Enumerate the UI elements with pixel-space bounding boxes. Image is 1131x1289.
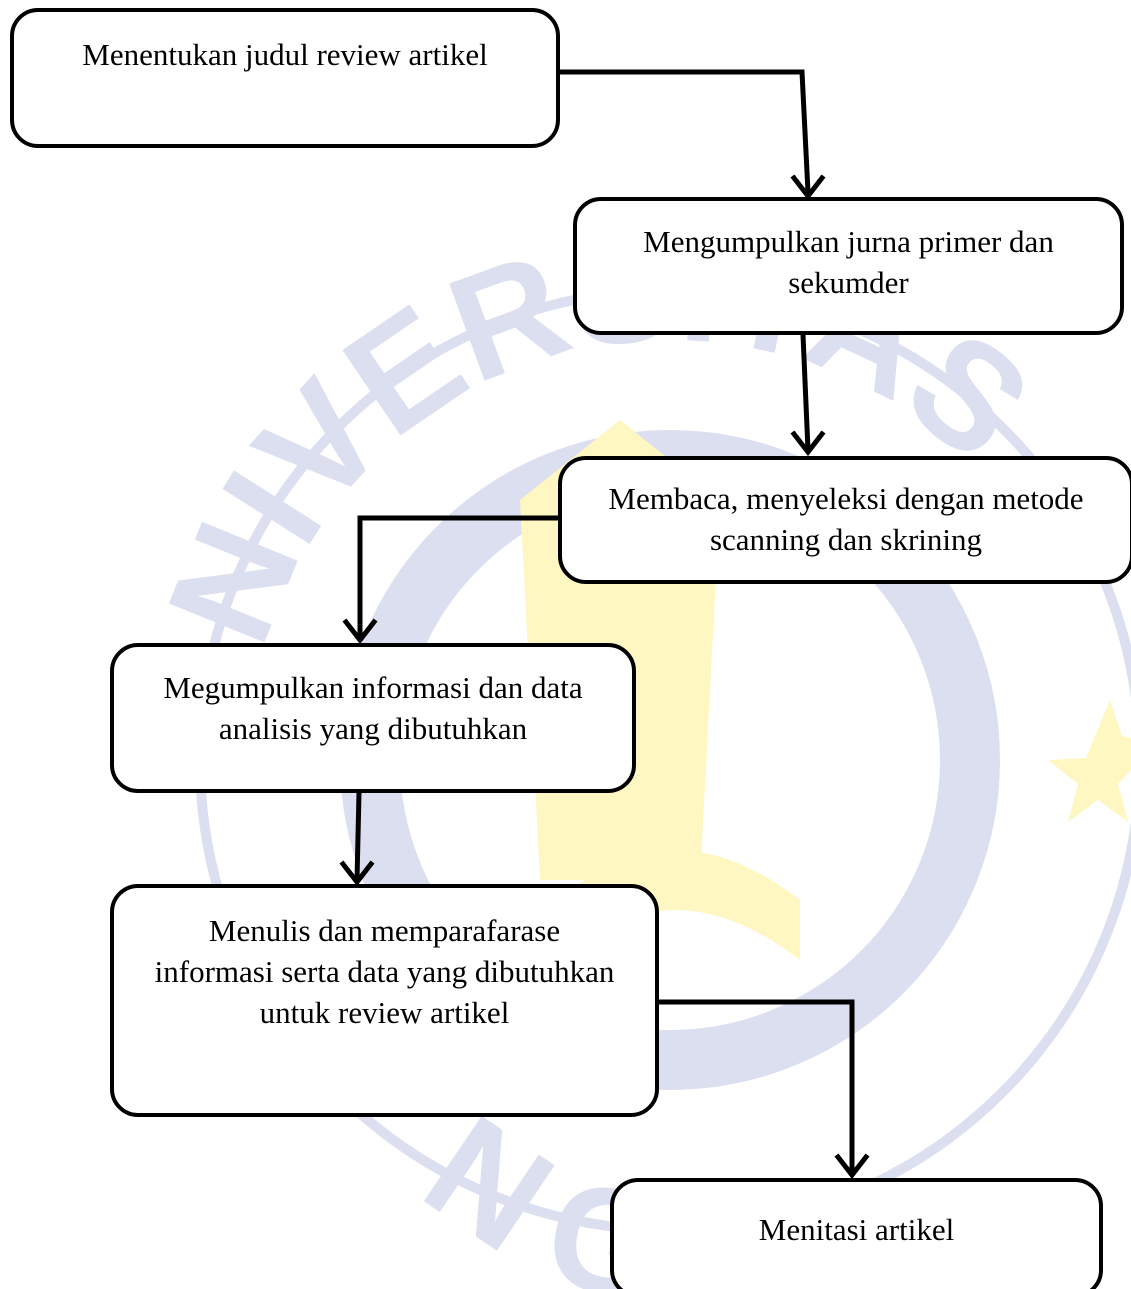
step-label-6: Menitasi artikel: [758, 1212, 955, 1247]
step-box-1: Menentukan judul review artikel: [10, 8, 560, 148]
step-label-3: Membaca, menyeleksi dengan metode scanni…: [608, 481, 1084, 557]
arrow-step2-to-step3: [790, 332, 826, 457]
step-label-5: Menulis dan memparafarase informasi sert…: [154, 913, 615, 1030]
step-box-3: Membaca, menyeleksi dengan metode scanni…: [558, 456, 1131, 584]
arrow-step1-to-step2: [557, 69, 826, 201]
step-label-1: Menentukan judul review artikel: [82, 37, 488, 72]
arrow-step5-to-step6: [656, 999, 870, 1180]
step-label-4: Megumpulkan informasi dan data analisis …: [163, 670, 583, 746]
step-box-6: Menitasi artikel: [610, 1178, 1103, 1289]
step-box-2: Mengumpulkan jurna primer dan sekumder: [573, 197, 1124, 335]
step-label-2: Mengumpulkan jurna primer dan sekumder: [643, 224, 1054, 300]
arrow-step3-to-step4: [342, 515, 561, 645]
step-box-5: Menulis dan memparafarase informasi sert…: [110, 884, 659, 1117]
step-box-4: Megumpulkan informasi dan data analisis …: [110, 643, 636, 793]
arrow-step4-to-step5: [339, 790, 375, 887]
star-icon: [1048, 700, 1131, 822]
